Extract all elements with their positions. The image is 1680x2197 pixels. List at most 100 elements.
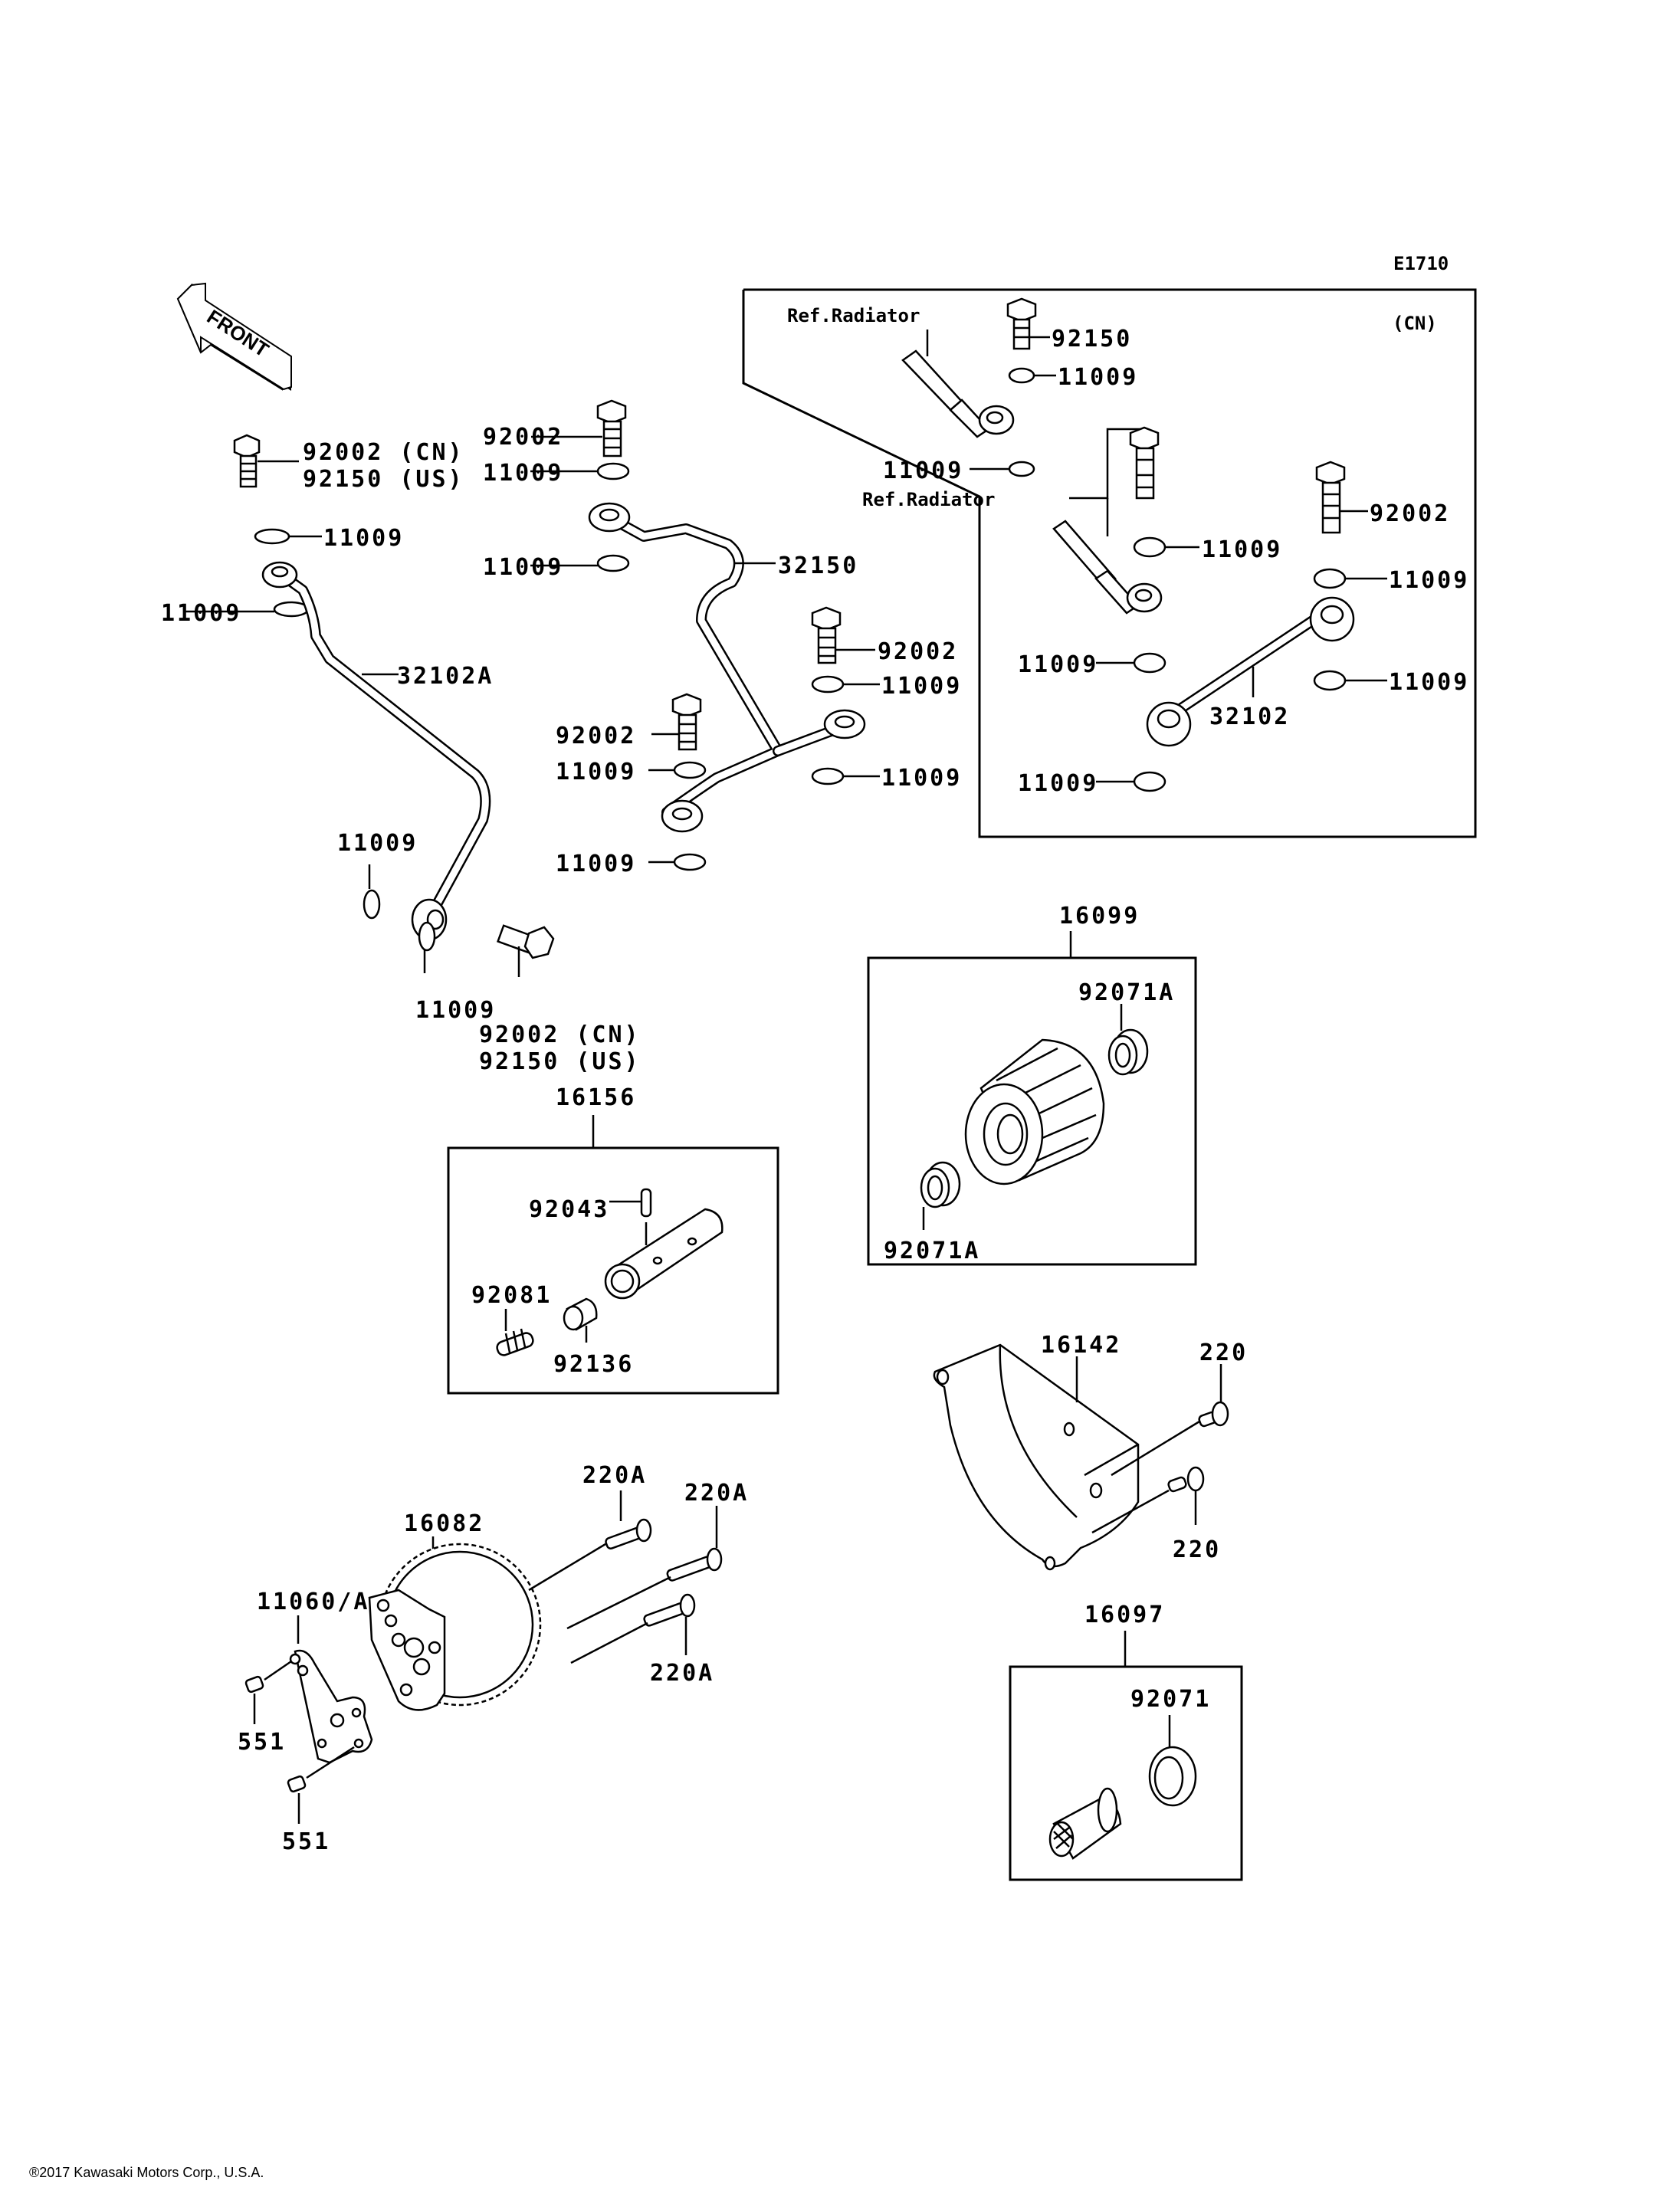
bolt-icon [605,1518,652,1549]
callout-label: 92043 [529,1196,609,1223]
callout-label: 11009 [483,460,563,487]
washer-icon [673,761,707,779]
callout-label: 92071A [1078,979,1175,1006]
bolt-icon [1167,1466,1205,1493]
callout-label: 11009 [881,765,962,792]
callout-label: 11009 [483,554,563,581]
callout-label: 11009 [1018,770,1098,797]
callout-label: 16097 [1084,1602,1165,1628]
callout-label: 92071 [1130,1686,1211,1713]
spring-icon [496,1328,534,1356]
callout-label: 11009 [1058,364,1138,391]
bolt-icon [671,693,702,751]
callout-label: 92002 [556,723,636,749]
bolt-icon [596,399,627,457]
washer-icon [1133,652,1166,674]
filter-kit-box [867,956,1197,1266]
washer-icon [596,462,630,480]
callout-label: 11009 [1018,651,1098,678]
callout-label: 92150 [1052,326,1132,353]
oil-pipe-icon [1146,596,1355,747]
washer-icon [363,889,381,920]
relief-valve-icon [604,1208,724,1300]
callout-label: 11009 [415,997,496,1024]
oil-filter-icon [964,1038,1105,1185]
callout-label: 11009 [1389,567,1469,594]
bolt-icon [1129,426,1160,500]
radiator-hose-fitting-icon [1052,520,1163,615]
washer-icon [1313,568,1347,589]
callout-label: 11009 [161,600,241,627]
cn-inset-box [742,288,1477,838]
callout-label: 11009 [323,525,404,552]
oil-pipe-icon [261,561,491,941]
washer-icon [418,921,436,952]
callout-label: 32150 [778,553,858,579]
oil-pipe-icon [588,502,866,833]
callout-label: 11009 [337,830,418,857]
strainer-kit-box [1009,1665,1243,1881]
oring-icon [1107,1028,1149,1076]
cover-icon [933,1343,1140,1571]
washer-icon [1008,367,1035,384]
bolt-icon [233,434,261,488]
callout-label: 92002 (CN) [479,1021,641,1048]
cn-inset-label: (CN) [1393,313,1437,334]
callout-label: 16156 [556,1084,636,1111]
callout-label: 92002 [483,424,563,451]
dowel-pin-icon [244,1675,264,1694]
callout-label: 551 [282,1828,330,1855]
callout-label: 32102A [397,663,494,690]
washer-icon [273,601,310,618]
bolt-icon [1315,461,1346,534]
bolt-icon [666,1547,723,1582]
callout-label: 92136 [553,1351,634,1378]
washer-icon [1133,771,1166,792]
gasket-icon [289,1649,373,1764]
washer-icon [673,853,707,871]
bolt-icon [643,1593,696,1627]
callout-label: 220A [582,1462,647,1489]
bolt-icon [1198,1401,1229,1428]
callout-label: 92071A [884,1238,980,1264]
callout-label: 16099 [1059,903,1140,930]
callout-label: 11009 [1202,536,1282,563]
radiator-hose-fitting-icon [901,349,1015,438]
washer-icon [596,554,630,572]
bolt-icon [811,606,842,664]
washer-icon [254,528,290,545]
callout-label: 551 [238,1729,286,1756]
oring-icon [920,1161,961,1208]
relief-kit-box [447,1146,779,1395]
pin-icon [640,1188,652,1218]
washer-icon [811,675,845,694]
callout-label: 92002 (CN) [303,439,464,466]
callout-label: 220A [684,1480,749,1507]
bolt-icon [497,924,555,959]
callout-label: 32102 [1209,703,1290,730]
washer-icon [1313,670,1347,691]
washer-icon [811,767,845,785]
ref-radiator-label: Ref.Radiator [787,305,920,326]
dowel-pin-icon [287,1775,307,1793]
callout-label: 92150 (US) [303,466,464,493]
callout-label: 11009 [1389,669,1469,696]
callout-label: 11060/A [257,1589,369,1615]
collar-icon [563,1297,598,1331]
washer-icon [1133,536,1166,558]
oring-icon [1148,1746,1197,1807]
callout-label: 92002 [878,638,958,665]
oil-strainer-icon [1048,1787,1122,1860]
front-arrow-icon: FRONT [176,282,292,391]
callout-label: 92081 [471,1282,552,1309]
callout-label: 11009 [556,759,636,785]
copyright-notice: ®2017 Kawasaki Motors Corp., U.S.A. [29,2165,264,2180]
callout-label: 11009 [556,851,636,877]
washer-icon [1008,461,1035,477]
diagram-code: E1710 [1393,253,1449,274]
callout-label: 11009 [881,673,962,700]
ref-radiator-label: Ref.Radiator [862,489,995,510]
callout-label: 11009 [883,457,963,484]
callout-label: 220A [650,1660,714,1687]
